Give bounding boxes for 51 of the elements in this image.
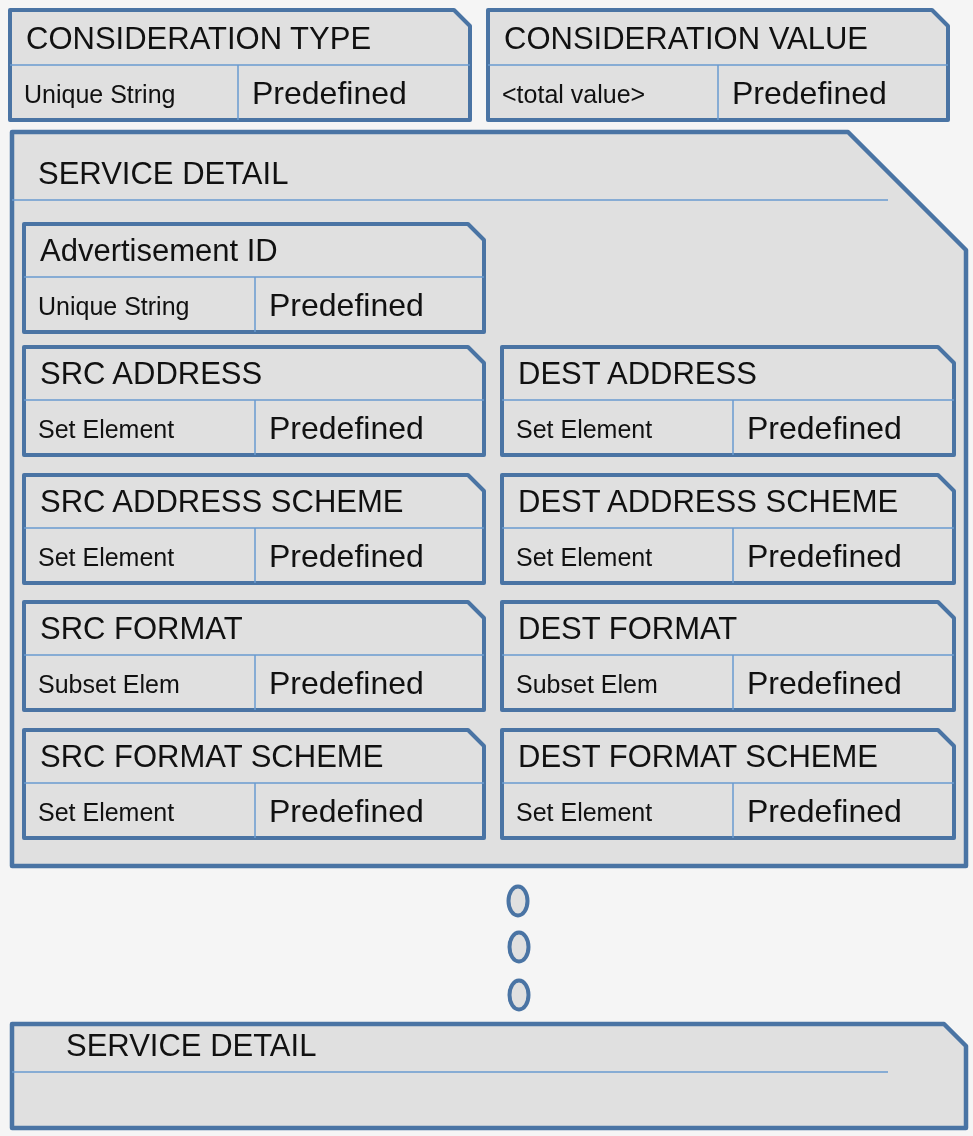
- section-title: SERVICE DETAIL: [66, 1030, 317, 1061]
- section-panel: [10, 130, 968, 868]
- field-box: [22, 345, 486, 457]
- field-title: Advertisement ID: [40, 235, 278, 266]
- type-text: Set Element: [516, 416, 653, 442]
- field-title: CONSIDERATION VALUE: [504, 23, 869, 54]
- type-text: Set Element: [38, 544, 175, 570]
- type-text: Set Element: [516, 544, 653, 570]
- value-text: Predefined: [269, 539, 424, 572]
- section-title: SERVICE DETAIL: [38, 158, 289, 189]
- value-text: Predefined: [747, 539, 902, 572]
- value-text: Predefined: [747, 666, 902, 699]
- type-text: <total value>: [502, 81, 646, 107]
- type-text: Unique String: [38, 293, 190, 319]
- field-box: [500, 473, 956, 585]
- field-title: DEST FORMAT SCHEME: [518, 741, 878, 772]
- field-title: SRC FORMAT: [40, 613, 243, 644]
- field-box: [486, 8, 950, 122]
- circle: [507, 978, 531, 1012]
- field-title: SRC ADDRESS: [40, 358, 263, 389]
- field-box: [500, 728, 956, 840]
- type-text: Set Element: [38, 416, 175, 442]
- field-box: [22, 222, 486, 334]
- value-text: Predefined: [269, 794, 424, 827]
- value-text: Predefined: [269, 666, 424, 699]
- value-text: Predefined: [269, 288, 424, 321]
- field-title: SRC ADDRESS SCHEME: [40, 486, 404, 517]
- field-title: CONSIDERATION TYPE: [26, 23, 372, 54]
- field-box: [8, 8, 472, 122]
- value-text: Predefined: [252, 76, 407, 109]
- field-box: [500, 345, 956, 457]
- field-box: [22, 473, 486, 585]
- field-title: DEST ADDRESS: [518, 358, 757, 389]
- type-text: Set Element: [516, 799, 653, 825]
- field-title: DEST ADDRESS SCHEME: [518, 486, 899, 517]
- field-box: [500, 600, 956, 712]
- field-title: DEST FORMAT: [518, 613, 738, 644]
- type-text: Subset Elem: [38, 671, 180, 697]
- type-text: Unique String: [24, 81, 176, 107]
- value-text: Predefined: [747, 411, 902, 444]
- circle: [506, 884, 530, 918]
- field-box: [22, 600, 486, 712]
- circle: [507, 930, 531, 964]
- field-title: SRC FORMAT SCHEME: [40, 741, 384, 772]
- type-text: Set Element: [38, 799, 175, 825]
- field-box: [22, 728, 486, 840]
- section-panel: [10, 1022, 968, 1130]
- value-text: Predefined: [747, 794, 902, 827]
- type-text: Subset Elem: [516, 671, 658, 697]
- value-text: Predefined: [732, 76, 887, 109]
- value-text: Predefined: [269, 411, 424, 444]
